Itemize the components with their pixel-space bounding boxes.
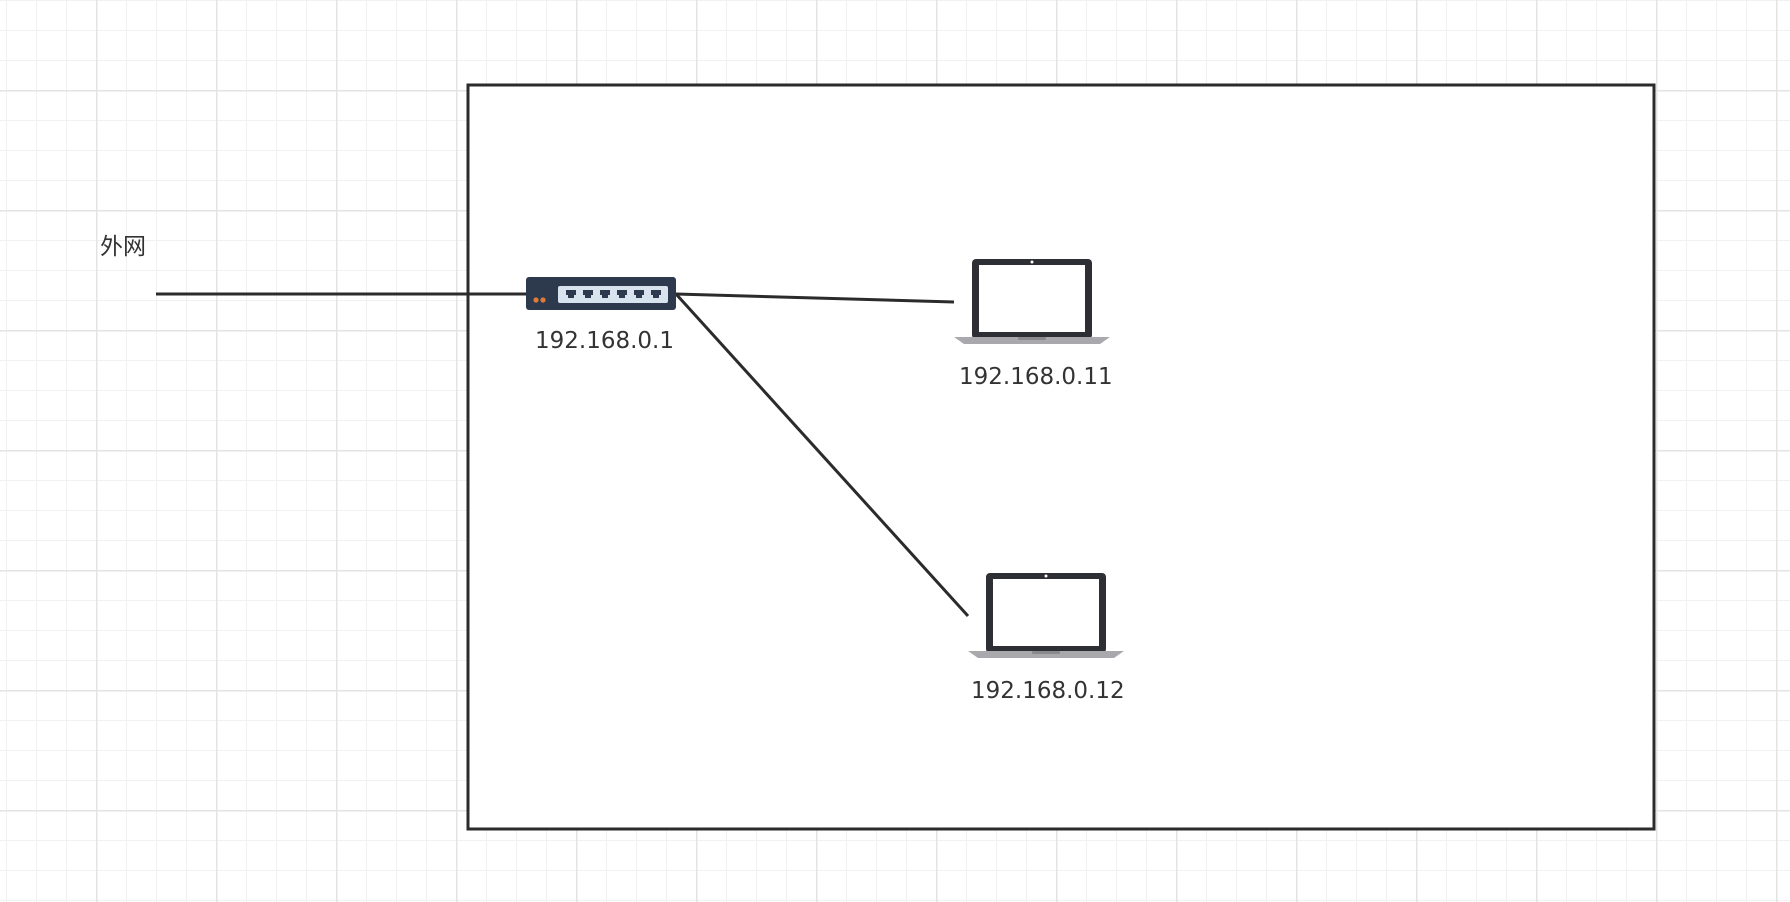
network-switch-icon[interactable] — [526, 277, 676, 310]
host-2-ip-label: 192.168.0.12 — [971, 678, 1125, 704]
host-1-ip-label: 192.168.0.11 — [959, 364, 1113, 390]
lan-boundary-box[interactable] — [466, 83, 1656, 831]
laptop-icon[interactable] — [954, 259, 1110, 344]
link-router-host-2[interactable] — [674, 292, 970, 618]
external-network-label: 外网 — [100, 234, 146, 260]
link-router-host-1[interactable] — [675, 292, 955, 304]
router-ip-label: 192.168.0.1 — [535, 328, 674, 354]
laptop-icon[interactable] — [968, 573, 1124, 658]
